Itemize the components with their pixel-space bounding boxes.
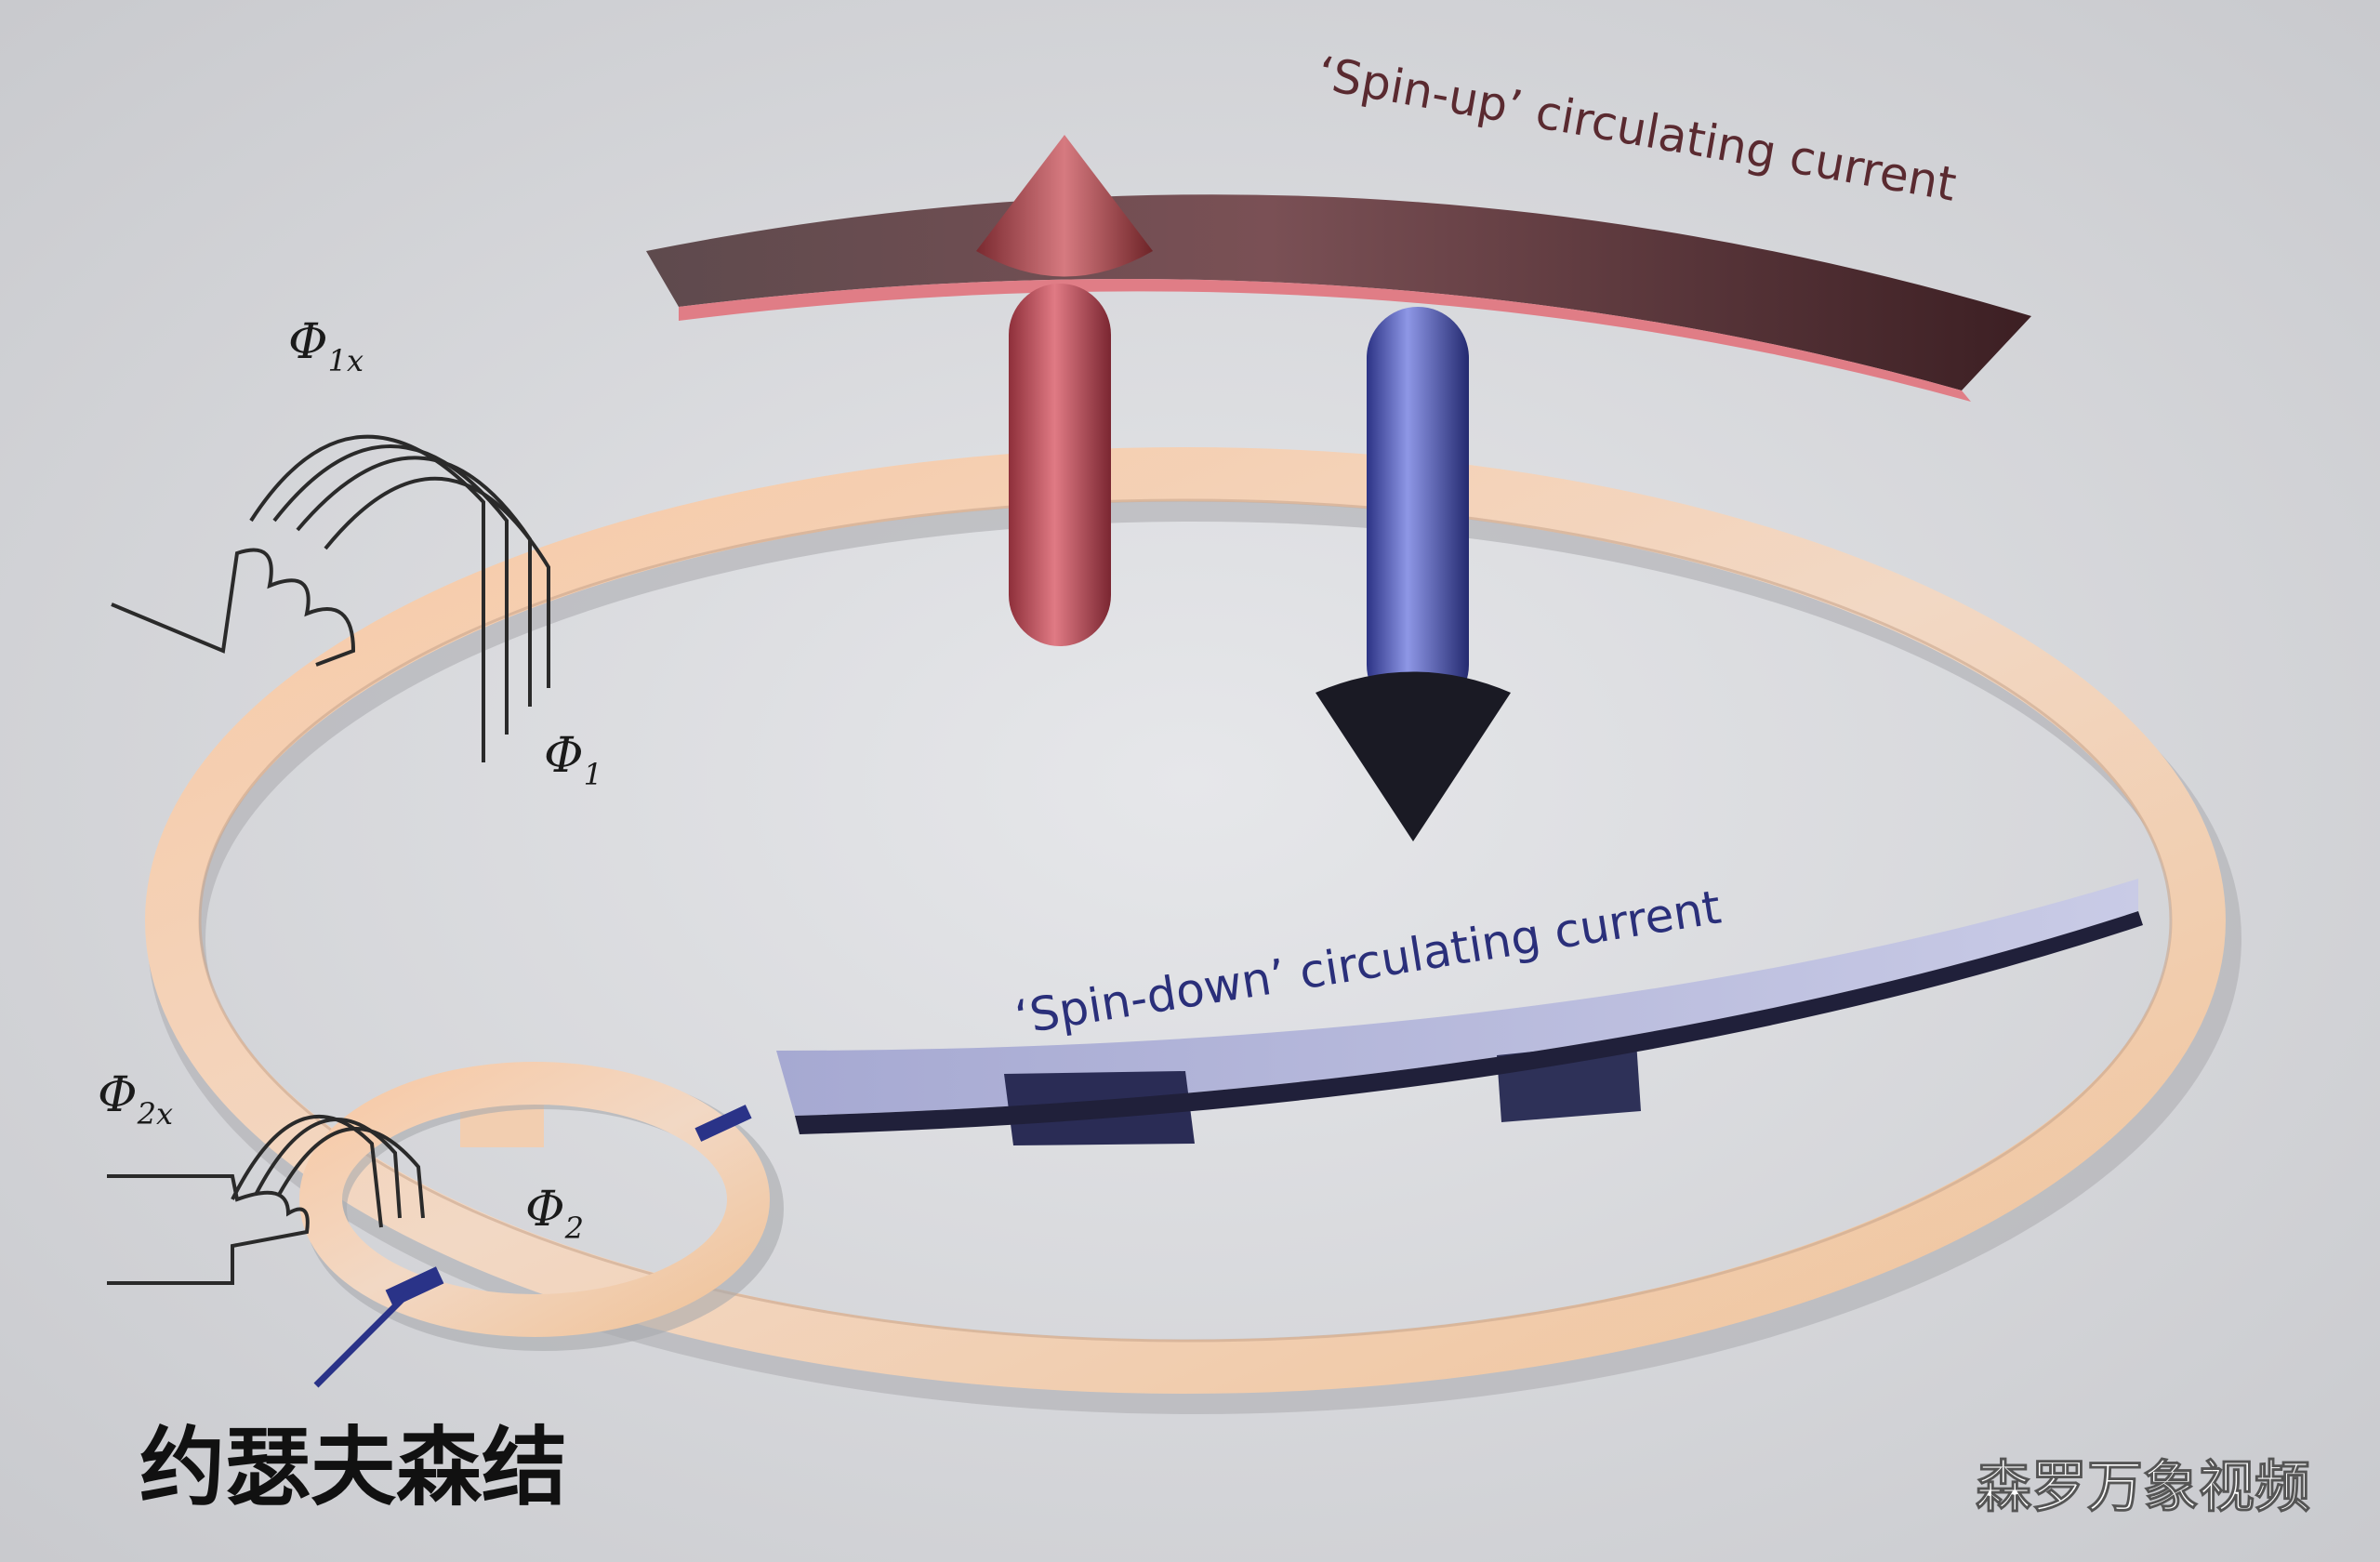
phi-1x-label: Φ1x <box>288 314 364 378</box>
main-ring <box>145 447 2226 1394</box>
phi-2-label: Φ2 <box>525 1182 584 1246</box>
watermark: 森罗万象视频 <box>1976 1455 2310 1520</box>
spin-down-band-edge <box>795 911 2143 1134</box>
spin-up-arrow-head <box>976 135 1153 277</box>
phi-2x-label: Φ2x <box>98 1067 173 1132</box>
junction-pointer <box>313 1290 412 1388</box>
spin-down-band <box>776 879 2138 1116</box>
spin-down-arrow-head <box>1316 671 1511 841</box>
main-ring-inner-edge <box>198 498 2173 1343</box>
spin-up-band-edge <box>679 279 1971 402</box>
josephson-junction-label: 约瑟夫森结 <box>139 1418 567 1517</box>
phi-1-label: Φ1 <box>544 728 602 792</box>
small-loop <box>299 1062 770 1337</box>
flux-coil-1 <box>111 434 550 762</box>
flux-coil-2 <box>107 1114 425 1285</box>
spin-up-arrow-shaft <box>1009 284 1111 646</box>
junction-mark-right <box>694 1105 752 1142</box>
spin-down-arrow-shaft <box>1367 307 1469 716</box>
